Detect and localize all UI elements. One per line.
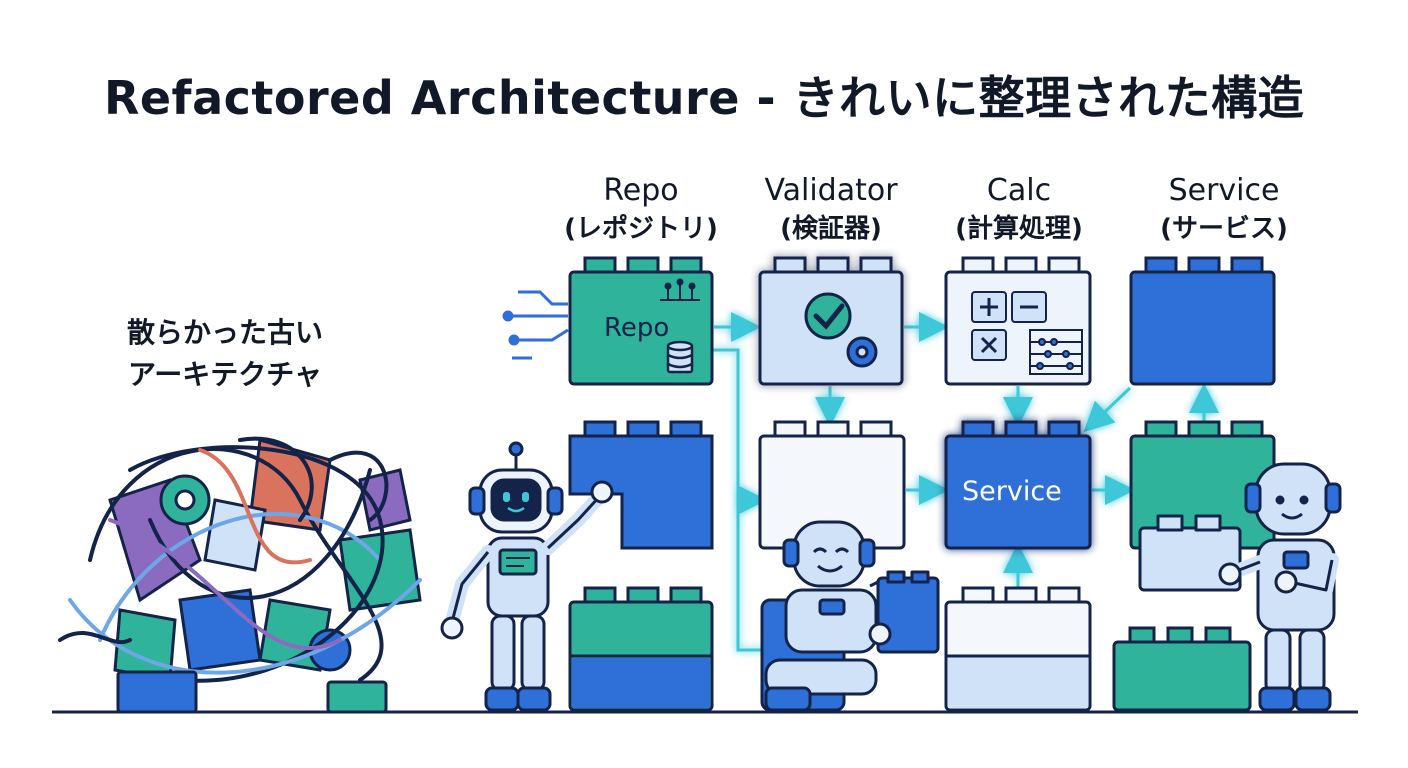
block-calc-bottom [944, 586, 1092, 712]
block-validator-middle [758, 420, 906, 550]
repo-input-wires [502, 290, 569, 360]
legacy-label-line1: 散らかった古い [126, 316, 323, 349]
repo-block-label: Repo [604, 313, 669, 343]
connector-lines [712, 312, 1219, 652]
column-label-service-jp: (サービス) [1160, 214, 1288, 244]
block-repo-middle [568, 420, 714, 550]
circuit-icon [660, 278, 700, 301]
page-title: Refactored Architecture - きれいに整理された構造 [103, 71, 1305, 125]
database-icon [666, 340, 694, 374]
column-label-repo: Repo (レポジトリ) [541, 172, 741, 248]
service-block-label: Service [962, 476, 1062, 507]
arrow-service-top-to-service [1083, 386, 1132, 433]
check-gear-icon [804, 292, 878, 368]
column-label-calc: Calc (計算処理) [919, 172, 1119, 248]
column-label-calc-en: Calc [986, 173, 1052, 208]
robot-sitting-center [760, 520, 940, 712]
block-repo-bottom [568, 586, 714, 712]
block-service-bottom [1112, 626, 1252, 712]
robot-standing-left [440, 441, 614, 712]
column-label-service: Service (サービス) [1124, 172, 1324, 248]
block-service-center [944, 420, 1092, 550]
column-label-validator: Validator (検証器) [731, 172, 931, 248]
legacy-label-line2: アーキテクチャ [127, 358, 323, 391]
tangled-cables [58, 436, 422, 683]
robot-standing-right [1138, 462, 1342, 712]
tangled-legacy-pile [108, 438, 422, 682]
legacy-block-green [326, 680, 388, 714]
column-label-validator-jp: (検証器) [780, 214, 882, 244]
block-service-top [1129, 256, 1276, 386]
abacus-icon [1029, 329, 1083, 375]
calculator-icon [971, 291, 1047, 361]
column-label-repo-jp: (レポジトリ) [564, 214, 718, 244]
column-label-validator-en: Validator [764, 173, 898, 208]
column-label-repo-en: Repo [603, 173, 679, 208]
legacy-architecture-label: 散らかった古い アーキテクチャ [90, 312, 360, 396]
column-label-calc-jp: (計算処理) [955, 214, 1083, 244]
legacy-block-blue [116, 670, 198, 714]
column-label-service-en: Service [1168, 173, 1280, 208]
